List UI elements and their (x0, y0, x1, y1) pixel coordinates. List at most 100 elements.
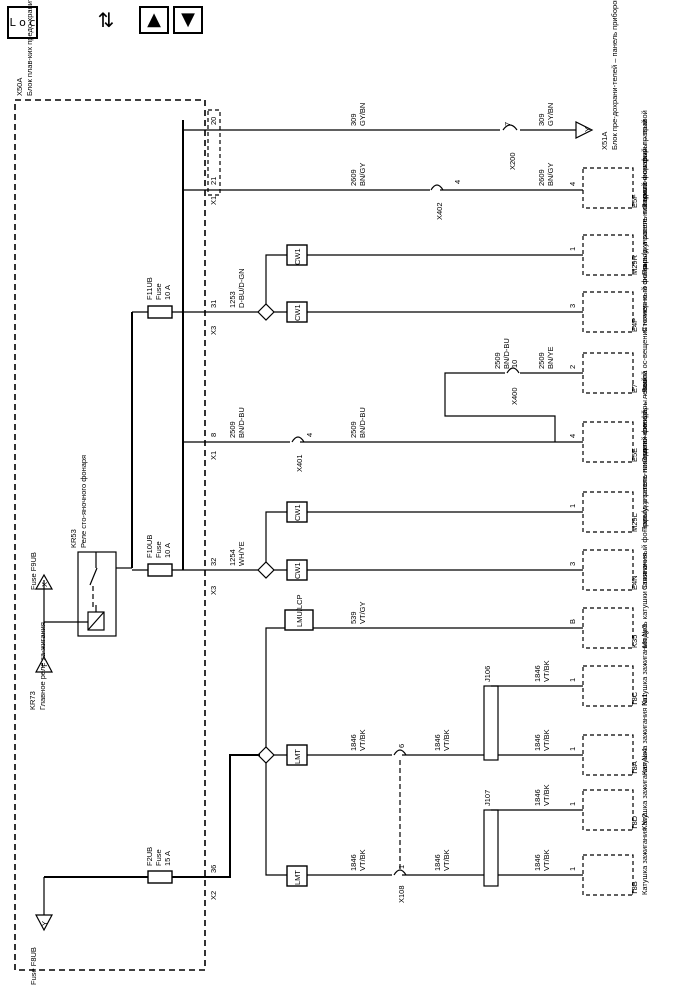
pin-number: 20 (209, 117, 218, 125)
component-id: T8A (630, 761, 639, 775)
fuse-block-outline (14, 99, 206, 971)
splice-32 (257, 561, 275, 579)
component-boxes (582, 167, 634, 896)
wire-circuit: 309 (349, 113, 358, 126)
component-id: T8C (630, 691, 639, 706)
component-name: Катушка зажигания №2 (640, 813, 649, 895)
component-id: M29R (630, 254, 639, 275)
x401-pin (291, 436, 305, 443)
tag-cw1-a (286, 244, 308, 266)
wire-color: BN/D-BU (358, 407, 367, 438)
fuse-f10ub-id: F10UB (145, 535, 154, 558)
pin-number: 8 (209, 433, 218, 437)
component-name: Катушка зажигания №4 (640, 748, 649, 830)
component-name: Привод управле-ния накло-ном фары – лево… (640, 371, 649, 532)
inline-connector-id: X402 (435, 202, 444, 220)
tag-label: LMT (293, 749, 302, 764)
relay-kr53-box (77, 551, 117, 637)
component-name: Привод управле-ния накло-ном фары – прав… (640, 110, 649, 275)
component-id: X51A (600, 132, 609, 150)
kr73-pin-label: T (40, 663, 49, 668)
component-name: Модуль катушки зажигания (640, 553, 649, 648)
fuse-f9ub-pin: X (40, 582, 49, 587)
wire-color: WH/YE (237, 541, 246, 566)
splice-label: J107 (483, 790, 492, 806)
relay-kr73-symbol (35, 655, 53, 673)
fuse-f9ub-symbol (34, 573, 54, 590)
component-pin: 4 (568, 434, 577, 438)
fuse-f9ub-label: Fuse F9UB (29, 552, 38, 590)
component-name: Задний фонарь – правый (640, 119, 649, 208)
pin-conn: X1 (209, 196, 218, 205)
tag-cw1-c (286, 501, 308, 523)
tag-cw1-b (286, 301, 308, 323)
component-pin: 3 (568, 562, 577, 566)
inline-connector-pin: 4 (305, 433, 314, 437)
inline-connector-pin: 4 (453, 180, 462, 184)
fuse-f11ub-symbol (147, 305, 173, 319)
tag-label: LMT (293, 870, 302, 885)
inline-connector-id: X200 (508, 152, 517, 170)
wire-circuit: 309 (537, 113, 546, 126)
wire-circuit: 1846 (533, 734, 542, 751)
inline-connector-pin: 7 (503, 122, 512, 126)
splice-j107 (483, 809, 499, 887)
inline-connector-id: X108 (397, 885, 406, 903)
toolbar: L o c ⇅ ▲ ▼ (0, 0, 700, 50)
wire-color: VT/BK (442, 849, 451, 871)
splice-j106 (483, 685, 499, 761)
wire-color: VT/BK (542, 784, 551, 806)
relay-kr53-name: Реле сто-яночного фонаря (79, 455, 88, 548)
tag-lmu-lcp (284, 609, 314, 631)
relay-kr73-name: Главное реле за-жигания (38, 622, 47, 710)
wire-circuit: 2509 (349, 421, 358, 438)
component-pin: 1 (568, 504, 577, 508)
relay-switch (89, 567, 98, 586)
tag-label: CW1 (293, 248, 302, 265)
pin-conn: X2 (209, 891, 218, 900)
component-pin: 4 (568, 182, 577, 186)
wire-circuit: 1846 (349, 734, 358, 751)
pin-number: 31 (209, 300, 218, 308)
fuse-f11ub-rating: 10 A (163, 285, 172, 300)
relay-feed (43, 580, 96, 640)
wire-color: BN/YE (546, 346, 555, 369)
swap-button[interactable]: ⇅ (89, 6, 123, 34)
x400-pin (506, 367, 520, 374)
component-pin: Y (583, 127, 592, 132)
previous-page-button[interactable]: ▲ (139, 6, 169, 34)
wire-ign-branches (265, 627, 287, 876)
fuse-f8ub-symbol (35, 914, 53, 932)
wire-circuit: 1846 (349, 854, 358, 871)
splice-label: J106 (483, 666, 492, 682)
wire-color: BN/D-BU (502, 338, 511, 369)
tag-label: CW1 (293, 504, 302, 521)
wire-color: VT/BK (358, 849, 367, 871)
component-name: Стояноч-ный фо-нарь/ука-затель поворота … (640, 148, 649, 332)
block-name-label: Блок плав-ких предо-хранителей – в мотор… (25, 0, 34, 96)
next-page-button[interactable]: ▼ (173, 6, 203, 34)
legend-button[interactable]: L o c (7, 6, 38, 39)
relay-kr73-id: KR73 (28, 691, 37, 710)
component-id: E4N (630, 575, 639, 590)
wire-circuit: 2509 (493, 352, 502, 369)
component-name: Лампа ос-вещения номерно-го знака (640, 264, 649, 393)
component-pin: B (568, 619, 577, 624)
swap-icon: ⇅ (97, 8, 115, 32)
component-name: Стояноч-ный фо-нарь/ука-затель поворота … (640, 410, 649, 590)
fuse-f10ub-symbol (147, 563, 173, 577)
wire-color: VT/GY (358, 601, 367, 624)
tag-lmt-b (286, 865, 308, 887)
wire-circuit: 1846 (533, 789, 542, 806)
wire-color: VT/BK (358, 729, 367, 751)
pin-number: 36 (209, 865, 218, 873)
fuse-f10ub-type: Fuse (154, 541, 163, 558)
component-id: E5F (630, 194, 639, 208)
arrow-down-icon: ▼ (181, 9, 195, 30)
component-id: T8D (630, 815, 639, 830)
inline-connector-pin: 10 (510, 360, 519, 368)
fuse-f11ub-id: F11UB (145, 277, 154, 300)
pin-number: 32 (209, 558, 218, 566)
wire-circuit: 2509 (228, 421, 237, 438)
